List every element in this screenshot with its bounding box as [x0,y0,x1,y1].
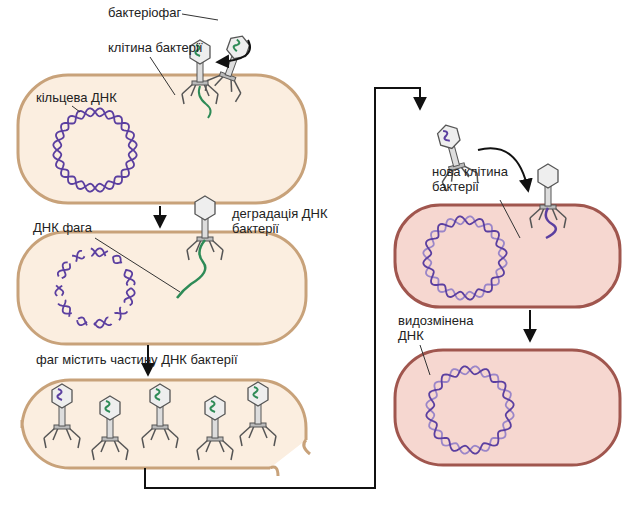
dna-strand [423,216,506,299]
dna-strand [426,366,513,453]
dna-strand [53,108,136,191]
dna-strand [53,108,136,191]
dna-strand [426,366,513,453]
callout-label: нова клітина бактерії [432,164,527,194]
dna-strand [55,248,134,327]
callout-label: кільцева ДНК [36,90,136,105]
callout-label: видозмінена ДНК [398,313,493,343]
callout-label: клітина бактерії [108,40,218,55]
callout-label: деградація ДНК бактерії [232,206,342,236]
callout-label: бактеріофаг [108,5,188,20]
callout-label: ДНК фага [33,220,113,235]
dna-strand [55,248,134,327]
callout-label: фаг містить частину ДНК бактерії [36,352,296,367]
dna-strand [423,216,506,299]
